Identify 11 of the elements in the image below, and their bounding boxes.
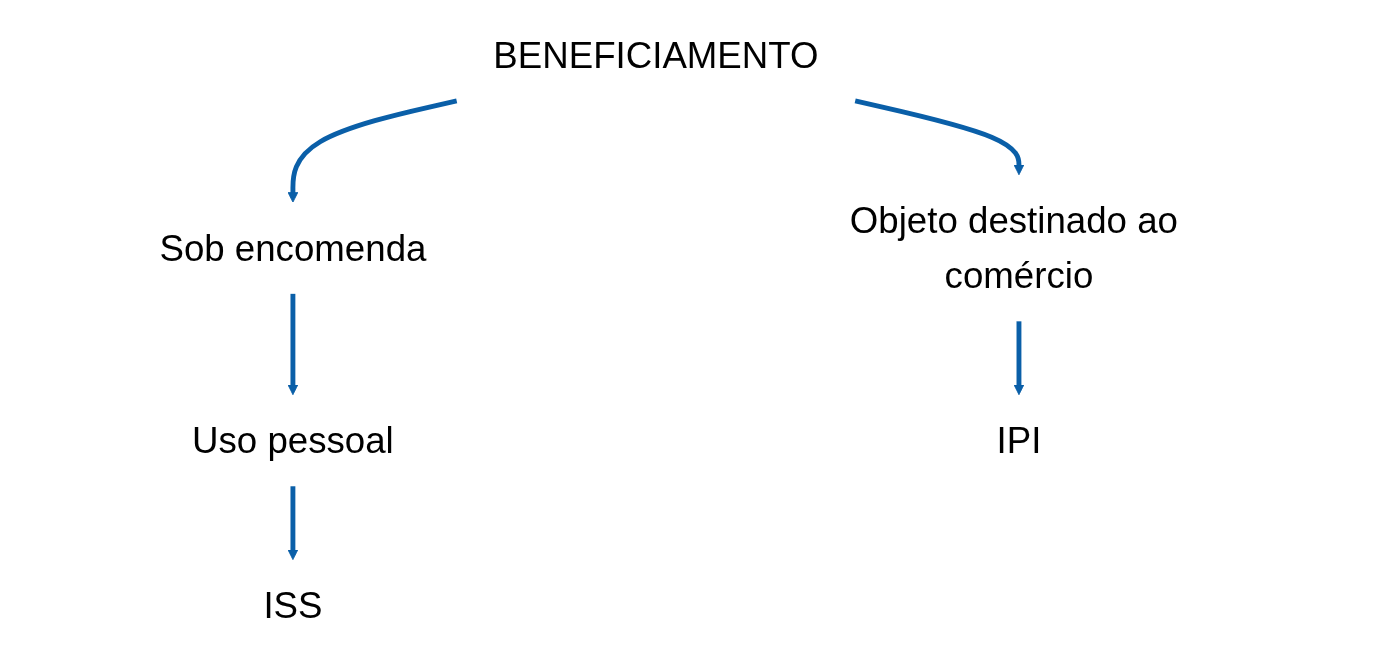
arrow bbox=[287, 486, 298, 561]
node-text: IPI bbox=[996, 420, 1041, 461]
arrow bbox=[854, 98, 1024, 176]
node-text: ISS bbox=[262, 585, 322, 626]
arrow bbox=[1013, 321, 1024, 396]
arrow bbox=[287, 293, 298, 396]
arrow bbox=[287, 98, 457, 203]
node-text: BENEFICIAMENTO bbox=[492, 35, 819, 76]
node-text: Sob encomenda bbox=[158, 227, 426, 269]
node-text: Uso pessoal bbox=[191, 420, 394, 461]
node-text: Objeto destinado ao comércio bbox=[849, 200, 1178, 296]
